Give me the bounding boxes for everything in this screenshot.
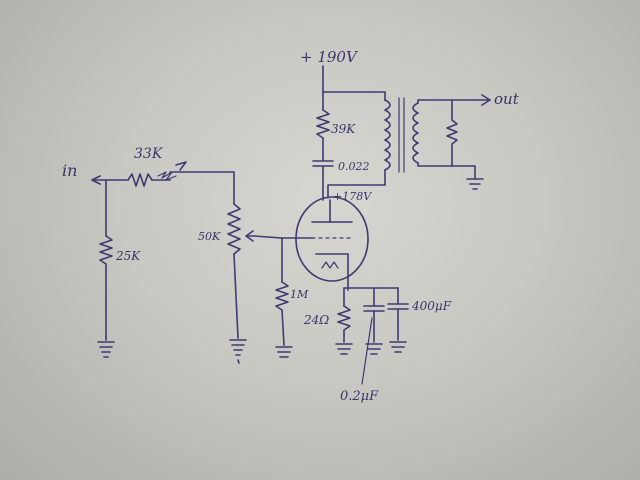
input-line [91, 175, 129, 237]
triode-tube [281, 196, 369, 282]
input-label: in [62, 161, 77, 180]
output-label: out [494, 90, 520, 108]
potentiometer-50k-label: 50K [198, 230, 221, 243]
supply-rail [322, 65, 386, 111]
capacitor-02uf [361, 305, 385, 385]
resistor-240-label: 24Ω [303, 313, 329, 327]
ground-1m [275, 346, 293, 358]
output-transformer [327, 94, 491, 199]
capacitor-400uf-label: 400μF [411, 299, 452, 313]
supply-voltage-label: + 190V [300, 48, 359, 66]
resistor-1m-label: 1M [290, 288, 309, 301]
ground-50k [229, 339, 247, 364]
resistor-39k [316, 109, 330, 161]
resistor-25k [99, 235, 113, 341]
resistor-33k [127, 161, 235, 205]
resistor-25k-label: 25K [115, 249, 141, 263]
capacitor-0022-label: 0.022 [338, 160, 370, 173]
capacitor-02uf-label: 0.2μF [340, 389, 379, 404]
potentiometer-50k [227, 203, 283, 339]
ground-02uf [365, 343, 383, 355]
plate-voltage-label: +178V [333, 190, 372, 203]
capacitor-0022 [312, 160, 334, 201]
ground-25k [97, 341, 115, 358]
output-ground-symbol [466, 178, 484, 190]
resistor-39k-label: 39K [331, 122, 356, 136]
resistor-1m [275, 237, 289, 346]
ground-240 [335, 343, 353, 355]
cathode-network [343, 275, 399, 306]
capacitor-400uf [387, 303, 409, 341]
resistor-240 [337, 287, 351, 343]
resistor-33k-label: 33K [134, 146, 164, 162]
ground-400uf [389, 341, 407, 353]
